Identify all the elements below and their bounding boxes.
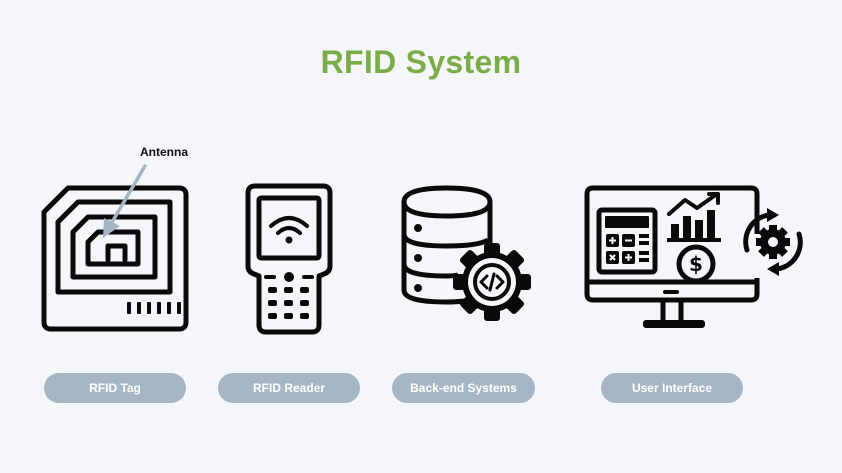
antenna-label: Antenna	[140, 145, 188, 159]
page-title: RFID System	[320, 44, 522, 80]
rfid-reader-label: RFID Reader	[218, 373, 360, 403]
rfid-tag-icon	[41, 185, 189, 332]
rfid-tag-label: RFID Tag	[44, 373, 186, 403]
backend-systems-label-text: Back-end Systems	[410, 381, 517, 395]
monitor-dashboard-icon: $	[584, 185, 803, 328]
backend-systems-label: Back-end Systems	[392, 373, 535, 403]
user-interface-label-text: User Interface	[631, 381, 713, 395]
antenna-arrow	[103, 164, 147, 238]
user-interface-label: User Interface	[601, 373, 743, 403]
rfid-tag-label-text: RFID Tag	[89, 381, 141, 395]
handheld-reader-icon	[245, 183, 333, 335]
database-gear-icon	[401, 185, 531, 321]
svg-text:$: $	[689, 252, 703, 276]
rfid-reader-label-text: RFID Reader	[252, 381, 326, 395]
